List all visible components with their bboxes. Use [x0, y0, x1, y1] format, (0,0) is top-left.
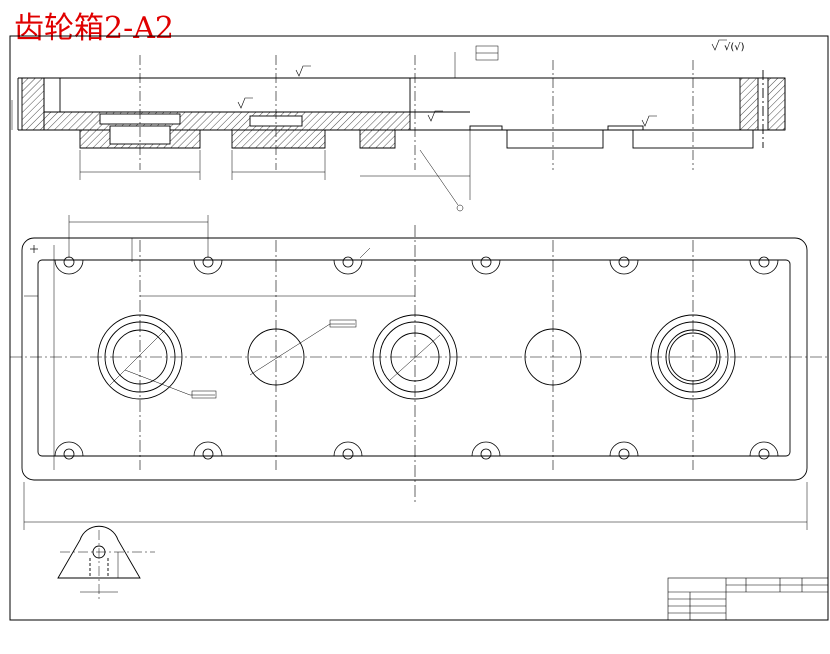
drawing-border [9, 35, 829, 621]
origin-cross [30, 245, 38, 253]
detail-dimensions [60, 530, 155, 600]
title-block [667, 577, 829, 621]
section-view [17, 70, 786, 149]
plan-view [21, 237, 808, 481]
bolt-holes-top [54, 256, 779, 275]
plan-center-lines [10, 225, 828, 505]
drawing-title: 齿轮箱2-A2 [14, 11, 174, 46]
section-center-lines [139, 55, 694, 170]
section-dimensions [11, 45, 499, 212]
plan-dimensions [23, 215, 808, 530]
bolt-holes-bottom [54, 441, 779, 460]
bearing-bores [97, 314, 736, 400]
plan-label-boxes [191, 319, 357, 399]
roughness-marks [237, 39, 727, 127]
roughness-note: √(√) [724, 42, 745, 53]
